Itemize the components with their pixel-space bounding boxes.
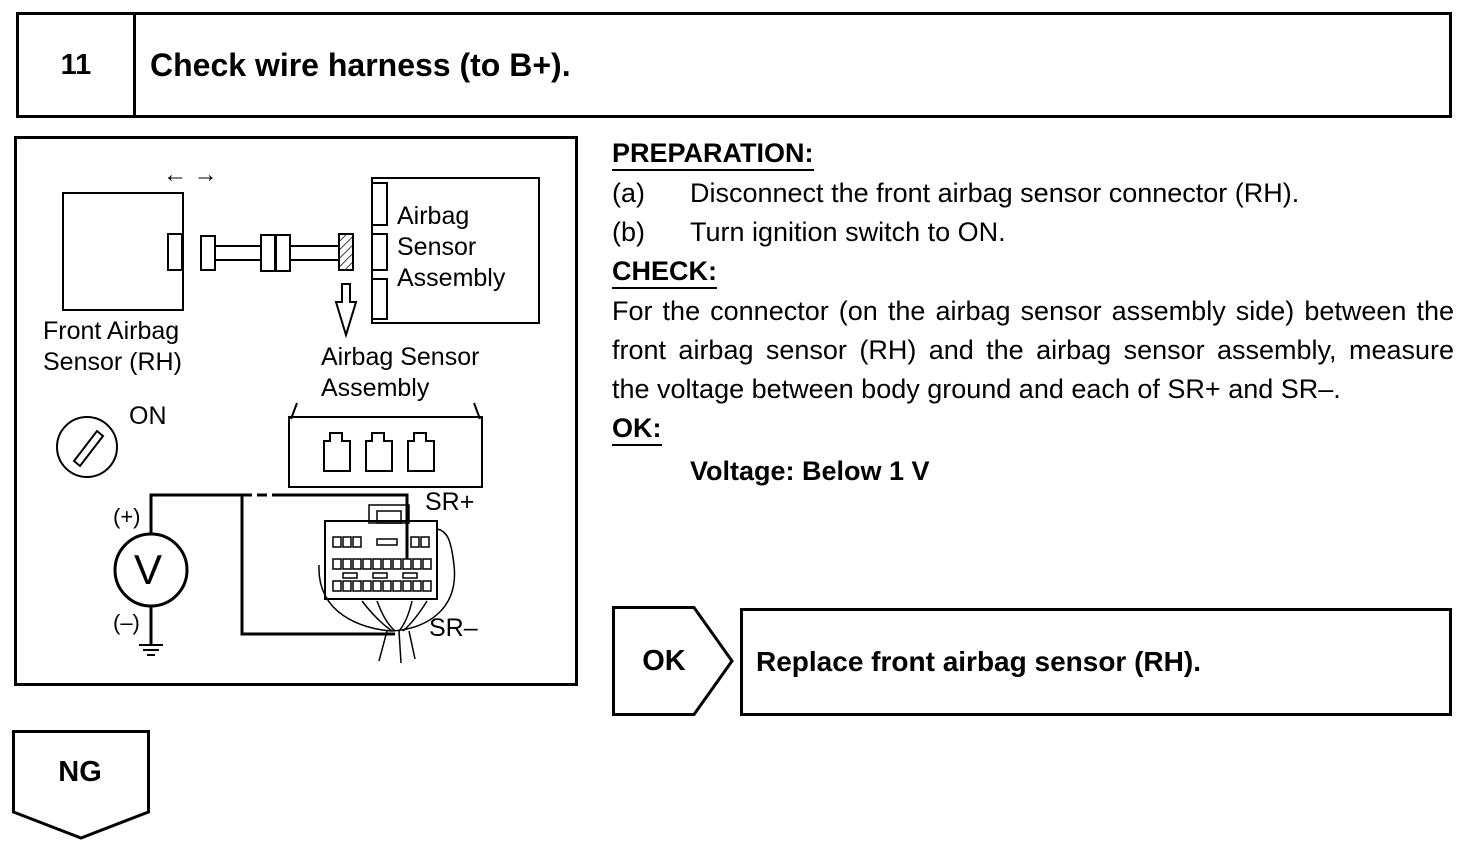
ok-spec: Voltage: Below 1 V [690,456,930,486]
ok-action-box: Replace front airbag sensor (RH). [740,608,1452,716]
check-heading: CHECK: [612,255,717,289]
preparation-heading: PREPARATION: [612,137,814,171]
voltmeter-drawing [113,493,409,656]
front-sensor-body [62,192,184,311]
instructions: PREPARATION: (a) Disconnect the front ai… [612,134,1454,491]
large-connector-drawing [318,504,456,664]
negative-lead-label: (–) [113,610,140,635]
down-arrow [334,283,358,339]
disconnect-arrows: ← → [163,161,218,188]
positive-lead-label: (+) [113,504,141,529]
ignition-on-label: ON [129,402,167,430]
step-text: Turn ignition switch to ON. [690,217,1006,247]
front-sensor-connector [167,233,183,271]
check-text: For the connector (on the airbag sensor … [612,296,1454,404]
ok-result-tag: OK [612,606,736,716]
ok-heading: OK: [612,412,662,446]
sr-minus-label: SR– [429,614,478,642]
wire-harness [200,233,354,272]
ok-tag-label: OK [642,644,686,677]
step-letter: (b) [612,217,645,247]
front-sensor-label: Front Airbag Sensor (RH) [43,317,182,376]
ng-tag-label: NG [58,755,102,788]
ng-arrow-shape [12,730,150,840]
ng-result-tag: NG [12,730,152,842]
preparation-step: (b) Turn ignition switch to ON. [612,213,1454,252]
assembly-label-bottom: Airbag Sensor Assembly [321,343,480,402]
ignition-switch-drawing [56,416,118,478]
step-header: 11 Check wire harness (to B+). [16,12,1452,118]
assembly-connector-face [288,402,483,488]
ok-arrow-shape [612,606,734,716]
diagram-drawing [56,177,540,664]
step-text: Disconnect the front airbag sensor conne… [690,178,1300,208]
assembly-label-top: Airbag Sensor Assembly [397,202,506,292]
step-title: Check wire harness (to B+). [150,46,571,83]
step-letter: (a) [612,178,645,208]
wiring-diagram: ← → Front Airbag Sensor (RH) Airbag Sens… [14,136,578,686]
voltmeter-symbol: V [134,546,163,593]
preparation-step: (a) Disconnect the front airbag sensor c… [612,174,1454,213]
sr-plus-label: SR+ [425,488,475,516]
step-number: 11 [19,15,136,115]
